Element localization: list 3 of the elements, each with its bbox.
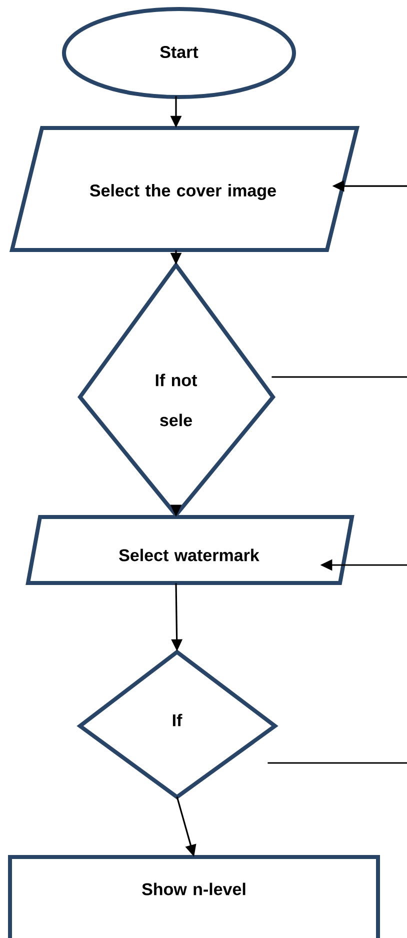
connector-line — [272, 376, 407, 378]
process-box: Show n-level — [8, 855, 380, 938]
connector-line — [268, 762, 407, 764]
